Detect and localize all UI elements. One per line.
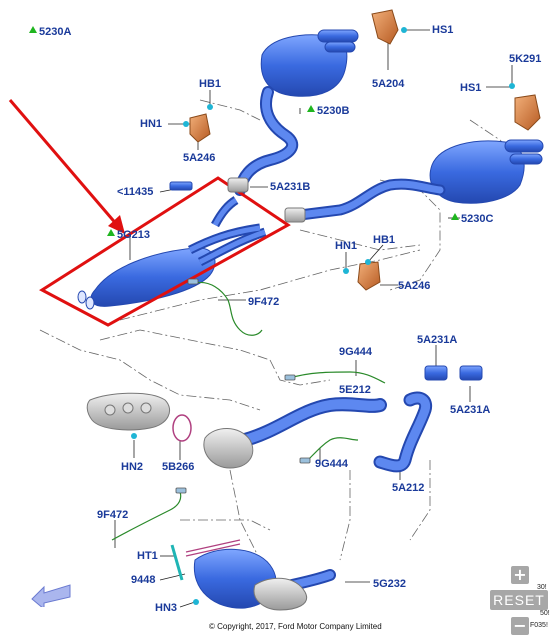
center-muffler-5G213 [77, 196, 267, 310]
fastener-markers [131, 27, 515, 605]
label-9F472-bottom[interactable]: 9F472 [97, 509, 129, 521]
label-5B266[interactable]: 5B266 [162, 461, 195, 473]
corner-code: 30! [537, 584, 547, 591]
new-part-indicator-icon [307, 105, 315, 112]
rear-muffler-right [429, 139, 544, 204]
rear-muffler-left [260, 29, 359, 97]
zoom-out-button[interactable]: − [511, 617, 529, 635]
oxygen-sensors [111, 281, 386, 541]
clamps-5A231A [424, 365, 483, 381]
label-HN1-mid[interactable]: HN1 [335, 240, 358, 252]
reset-button[interactable]: RESET [490, 590, 548, 610]
new-part-indicator-icon [451, 213, 459, 220]
zoom-in-button[interactable]: + [511, 566, 529, 584]
label-HS1-top[interactable]: HS1 [432, 24, 454, 36]
label-HN1-left[interactable]: HN1 [140, 118, 163, 130]
label-5A204[interactable]: 5A204 [372, 78, 405, 90]
label-5230A[interactable]: 5230A [39, 26, 72, 38]
exhaust-manifold [86, 392, 192, 442]
new-part-indicator-icon [107, 229, 115, 236]
exhaust-pipes [234, 86, 446, 596]
copyright-text: © Copyright, 2017, Ford Motor Company Li… [209, 622, 382, 631]
clamp-5A231B [169, 177, 306, 223]
label-5A212[interactable]: 5A212 [392, 482, 425, 494]
highlight-arrow [8, 99, 120, 227]
label-HB1-mid[interactable]: HB1 [373, 234, 396, 246]
catalytic-converter-front [203, 428, 254, 469]
label-5A246-mid[interactable]: 5A246 [398, 280, 431, 292]
label-HN2[interactable]: HN2 [121, 461, 144, 473]
label-9F472-top[interactable]: 9F472 [248, 296, 280, 308]
leader-lines [114, 29, 513, 608]
new-part-indicator-icon [29, 26, 37, 33]
label-5A231B[interactable]: 5A231B [270, 181, 311, 193]
oxygen-sensor-bodies [175, 278, 311, 494]
highlight-box [39, 176, 291, 327]
label-HB1-left[interactable]: HB1 [199, 78, 222, 90]
label-HT1[interactable]: HT1 [137, 550, 158, 562]
back-arrow-icon[interactable] [30, 583, 72, 607]
lower-catalytic-assembly [170, 539, 308, 611]
label-9448[interactable]: 9448 [131, 574, 156, 586]
label-HS1-right[interactable]: HS1 [460, 82, 482, 94]
label-HN3[interactable]: HN3 [155, 602, 178, 614]
label-5G213[interactable]: 5G213 [117, 229, 151, 241]
label-5A246-left[interactable]: 5A246 [183, 152, 216, 164]
highlight-arrow-head [108, 215, 125, 234]
label-5E212[interactable]: 5E212 [339, 384, 371, 396]
label-5G232[interactable]: 5G232 [373, 578, 407, 590]
label-5A231A-top[interactable]: 5A231A [417, 334, 458, 346]
corner-code: 50! [540, 610, 550, 617]
label-5A231A-bottom[interactable]: 5A231A [450, 404, 491, 416]
label-5K291[interactable]: 5K291 [509, 53, 542, 65]
corner-code: F035! [530, 622, 548, 629]
label-9G444-bottom[interactable]: 9G444 [315, 458, 349, 470]
brackets [189, 9, 541, 291]
label-9G444-top[interactable]: 9G444 [339, 346, 373, 358]
label-11435[interactable]: <11435 [117, 186, 154, 198]
label-5230B[interactable]: 5230B [317, 105, 350, 117]
label-5230C[interactable]: 5230C [461, 213, 494, 225]
